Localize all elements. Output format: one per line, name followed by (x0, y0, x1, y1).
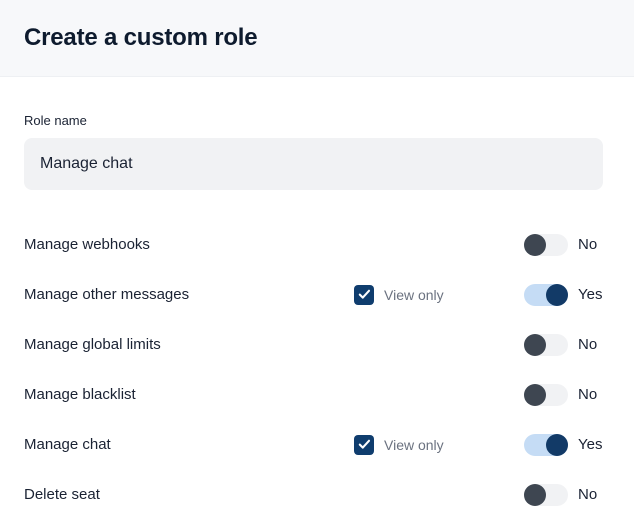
toggle-state-label: No (578, 386, 598, 404)
permission-toggle[interactable] (524, 333, 568, 356)
permission-toggle[interactable] (524, 233, 568, 256)
role-name-input[interactable] (24, 137, 603, 190)
permission-toggle-group: No (524, 383, 610, 406)
toggle-state-label: Yes (578, 436, 603, 454)
toggle-state-label: No (578, 236, 598, 254)
view-only-label: View only (384, 436, 444, 453)
permission-toggle[interactable] (524, 383, 568, 406)
view-only-group: View only (354, 434, 524, 455)
permission-toggle-group: Yes (524, 283, 610, 306)
role-name-label: Role name (24, 113, 87, 128)
permission-label: Delete seat (24, 486, 100, 504)
permission-label: Manage blacklist (24, 386, 136, 404)
toggle-knob (524, 483, 546, 506)
permission-toggle-group: No (524, 233, 610, 256)
toggle-knob (524, 383, 546, 406)
view-only-checkbox[interactable] (354, 284, 374, 305)
page-title: Create a custom role (24, 23, 258, 51)
toggle-knob (546, 433, 568, 456)
permission-row: Delete seatView onlyNo (24, 470, 610, 520)
toggle-knob (546, 283, 568, 306)
permission-toggle-group: No (524, 483, 610, 506)
toggle-state-label: No (578, 486, 598, 504)
permission-row: Manage global limitsView onlyNo (24, 320, 610, 370)
permission-row: Manage blacklistView onlyNo (24, 370, 610, 420)
permission-row: Manage chat View only Yes (24, 420, 610, 470)
permission-row: Manage other messages View only Yes (24, 270, 610, 320)
check-icon (358, 290, 370, 300)
permission-label: Manage global limits (24, 336, 161, 354)
permission-toggle-group: Yes (524, 433, 610, 456)
permission-toggle-group: No (524, 333, 610, 356)
toggle-knob (524, 333, 546, 356)
check-icon (358, 440, 370, 450)
toggle-knob (524, 233, 546, 256)
permission-row: Manage webhooksView onlyNo (24, 220, 610, 270)
toggle-state-label: No (578, 336, 598, 354)
dialog-header: Create a custom role (0, 0, 634, 77)
permission-toggle[interactable] (524, 433, 568, 456)
toggle-state-label: Yes (578, 286, 603, 304)
view-only-checkbox[interactable] (354, 434, 374, 455)
dialog-body: Role name Manage webhooksView onlyNoMana… (0, 77, 634, 520)
permission-toggle[interactable] (524, 483, 568, 506)
view-only-group: View only (354, 284, 524, 305)
permission-label: Manage other messages (24, 286, 190, 304)
permission-toggle[interactable] (524, 283, 568, 306)
role-name-field-group: Role name (24, 77, 610, 190)
permission-label: Manage webhooks (24, 236, 150, 254)
view-only-label: View only (384, 286, 444, 303)
permission-label: Manage chat (24, 436, 111, 454)
permissions-list: Manage webhooksView onlyNoManage other m… (24, 220, 610, 520)
